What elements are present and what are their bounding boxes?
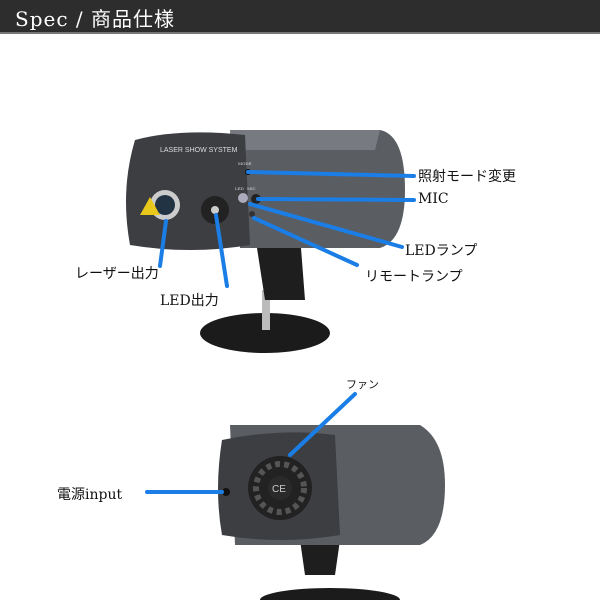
callout-mode-change: 照射モード変更 — [418, 169, 516, 185]
callout-power-input: 電源input — [57, 487, 123, 503]
laser-projector-front-view: LASER SHOW SYSTEM MODE LED MIC — [126, 130, 405, 353]
page-title: Spec / 商品仕様 — [15, 7, 175, 31]
callout-led-lamp: LEDランプ — [405, 243, 478, 259]
port-label-mic: MIC — [247, 186, 256, 191]
callout-remote-lamp: リモートランプ — [365, 269, 463, 285]
port-label-mode: MODE — [238, 161, 252, 166]
ce-mark: CE — [272, 484, 286, 495]
callout-lines — [145, 170, 416, 494]
page-header: Spec / 商品仕様 — [0, 0, 600, 34]
panel-text: LASER SHOW SYSTEM — [160, 147, 238, 154]
callout-led-output: LED出力 — [160, 293, 219, 309]
callout-mic: MIC — [418, 191, 449, 207]
laser-projector-rear-view: CE — [218, 425, 445, 600]
callout-laser-output: レーザー出力 — [75, 266, 159, 282]
callout-fan: ファン — [346, 378, 379, 391]
port-label-led: LED — [235, 186, 244, 191]
